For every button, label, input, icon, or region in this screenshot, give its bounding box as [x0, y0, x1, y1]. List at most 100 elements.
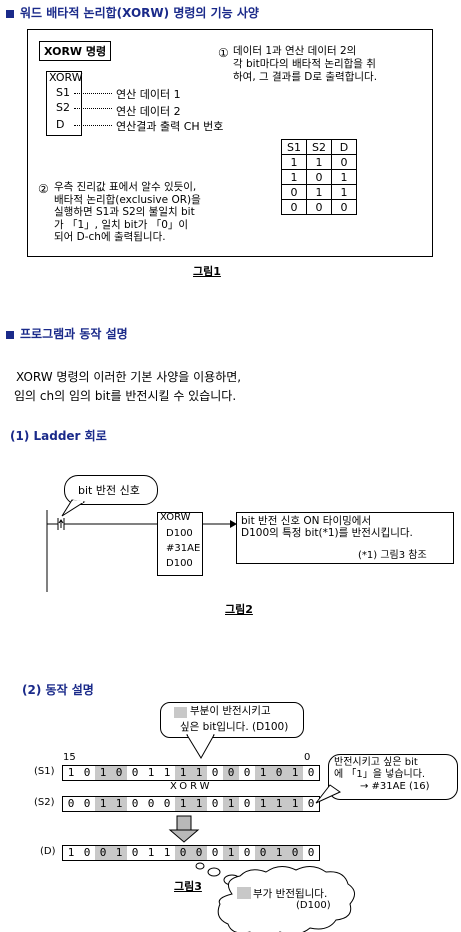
s1-bit: 1 [67, 766, 75, 779]
note2-line: 배타적 논리합(exclusive OR)을 [54, 193, 201, 206]
s1-bit: 1 [95, 766, 111, 780]
s1-bit: 0 [307, 766, 315, 779]
intro-line: XORW 명령의 이러한 기본 사양을 이용하면, [16, 370, 242, 384]
top-bubble-swatch [174, 707, 187, 718]
section2-title: 프로그램과 동작 설명 [6, 325, 128, 342]
s2-label: (S2) [34, 797, 55, 808]
figure1-caption: 그림1 [193, 265, 221, 278]
s2-bit: 0 [163, 797, 171, 810]
d-bit: 1 [271, 846, 287, 860]
s2-bit: 1 [95, 797, 111, 811]
desc-s1: 연산 데이터 1 [116, 88, 181, 101]
table-row: 1 0 1 [281, 169, 357, 185]
top-bubble-text: 부분이 반전시키고 [190, 705, 271, 718]
xorw-command-label: XORW 명령 [39, 41, 112, 61]
bottom-bubble-swatch [237, 887, 251, 899]
top-bubble-line: 부분이 반전시키고 [190, 705, 271, 717]
bottom-bubble-line1: 부가 반전됩니다. [253, 888, 328, 900]
note1-marker: ① [218, 46, 229, 60]
note2-line: 되어 D-ch에 출력됩니다. [54, 231, 166, 243]
s1-bit: 0 [243, 766, 251, 779]
section1-title-text: 워드 배타적 논리합(XORW) 명령의 기능 사양 [20, 6, 259, 20]
d-bit: 0 [307, 846, 315, 859]
d-bit: 1 [223, 846, 239, 860]
s1-bit: 1 [287, 766, 303, 780]
ladder-title: (1) Ladder 회로 [10, 429, 107, 443]
right-bubble [328, 754, 458, 800]
figure3-caption: 그림3 [174, 880, 202, 893]
s2-bit: 1 [271, 797, 287, 811]
ladder-xorw-block [157, 512, 203, 576]
bit-signal-bubble [64, 475, 158, 505]
desc-s2: 연산 데이터 2 [116, 105, 181, 118]
s1-bit: 1 [191, 766, 207, 780]
d-bit: 1 [67, 846, 75, 859]
callout-line: D100의 특정 bit(*1)를 반전시킵니다. [241, 527, 413, 539]
truth-table: S1 S2 D 1 1 0 1 0 1 0 1 1 0 0 0 [281, 139, 357, 215]
d-bit: 0 [211, 846, 219, 859]
truth-cell: 0 [281, 199, 307, 215]
callout-line: bit 반전 신호 ON 타이밍에서 [241, 515, 372, 527]
truth-cell: 0 [331, 199, 357, 215]
figure2-caption: 그림2 [225, 603, 253, 616]
note2-line: 우측 진리값 표에서 알수 있듯이, [54, 181, 197, 193]
d-bit: 0 [95, 846, 111, 860]
section2-title-text: 프로그램과 동작 설명 [20, 327, 128, 341]
d-bit: 0 [131, 846, 139, 859]
right-bubble-line: → #31AE (16) [360, 781, 430, 792]
s2-bit: 0 [131, 797, 139, 810]
right-bubble-text: 반전시키고 싶은 bit 에 「1」을 넣습니다. → #31AE (16) [334, 757, 430, 793]
ladder-block-line: XORW [160, 512, 191, 523]
s1-bit: 0 [271, 766, 287, 780]
s2-bit: 0 [67, 797, 75, 810]
s2-bit: 1 [287, 797, 303, 811]
d-bit: 0 [255, 846, 271, 860]
leader-d [74, 125, 112, 126]
d-bit: 0 [83, 846, 91, 859]
s2-bit: 1 [255, 797, 271, 811]
intro-line: 임의 ch의 임의 bit를 반전시킬 수 있습니다. [14, 389, 237, 403]
s2-bit: 1 [111, 797, 127, 811]
s2-bit: 1 [191, 797, 207, 811]
s1-bit: 1 [255, 766, 271, 780]
s2-bit: 0 [83, 797, 91, 810]
d-bit: 0 [287, 846, 303, 860]
note2-marker: ② [38, 182, 49, 196]
ladder-block-line: D100 [166, 558, 193, 569]
leader-s1 [74, 93, 112, 94]
desc-d: 연산결과 출력 CH 번호 [116, 120, 224, 133]
s1-bit: 1 [147, 766, 155, 779]
s1-label: (S1) [34, 766, 55, 777]
bit-signal-bubble-text: bit 반전 신호 [78, 484, 140, 497]
note1: 데이터 1과 연산 데이터 2의 각 bit마다의 배타적 논리합을 취 하여,… [233, 45, 377, 84]
truth-cell: 1 [331, 184, 357, 200]
s1-bit: 1 [175, 766, 191, 780]
d-bit: 1 [147, 846, 155, 859]
s1-bit: 1 [163, 766, 171, 779]
table-row: 0 0 0 [281, 199, 357, 215]
bottom-bubble-line2: (D100) [296, 900, 331, 911]
d-bit: 1 [163, 846, 171, 859]
section1-title: 워드 배타적 논리합(XORW) 명령의 기능 사양 [6, 4, 259, 21]
s1-bit: 0 [83, 766, 91, 779]
note1-line: 각 bit마다의 배타적 논리합을 취 [233, 58, 376, 70]
block-name: XORW [49, 71, 83, 84]
bit-index-low: 0 [304, 752, 311, 763]
d-bit: 0 [191, 846, 207, 860]
right-bubble-line: 반전시키고 싶은 bit [334, 757, 418, 768]
top-bubble-text-2: 싶은 bit입니다. (D100) [180, 721, 289, 733]
d-label: (D) [40, 846, 56, 857]
block-op-s2: S2 [56, 101, 70, 114]
section2-intro: XORW 명령의 이러한 기본 사양을 이용하면, 임의 ch의 임의 bit를… [14, 368, 241, 406]
s2-bit: 0 [211, 797, 219, 810]
figure1-frame [27, 29, 433, 257]
block-op-s1: S1 [56, 86, 70, 99]
note2: 우측 진리값 표에서 알수 있듯이, 배타적 논리합(exclusive OR)… [54, 181, 201, 244]
s1-bit: 0 [223, 766, 239, 780]
